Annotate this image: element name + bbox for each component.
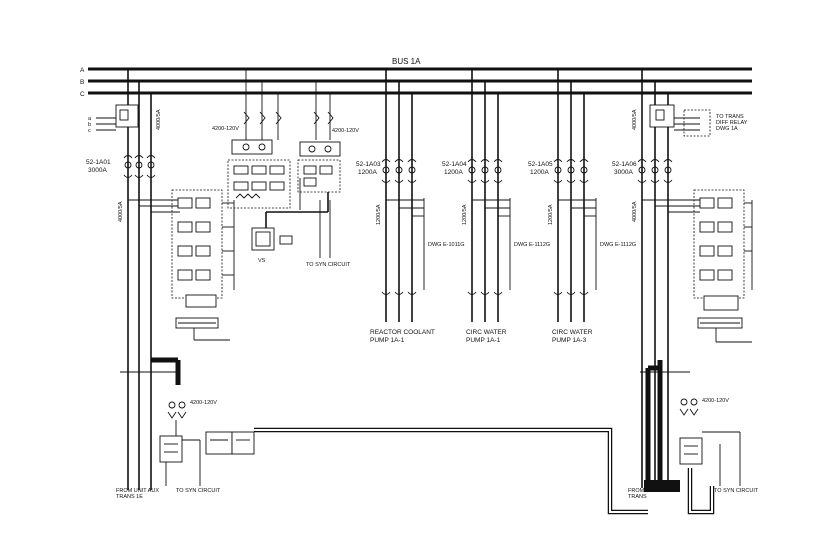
feeder1-name-1: REACTOR COOLANT — [370, 329, 435, 336]
svg-text:a: a — [88, 116, 92, 122]
right-source-line-1: FROM — [628, 488, 645, 494]
left-source-line-2: TRANS 1E — [116, 494, 143, 500]
right-ct2-rating: 4000/5A — [632, 201, 638, 222]
center-sync-label: TO SYN CIRCUIT — [306, 262, 351, 268]
feeder-reactor-coolant-pump: 52-1A03 1200A 1200/5A DWG E-1011G REACTO… — [356, 69, 465, 344]
feeder3-amps: 1200A — [530, 169, 549, 176]
left-pt-ratio: 4200-120V — [190, 400, 217, 406]
vs-label: VS — [258, 258, 266, 264]
feeder3-breaker-id: 52-1A05 — [528, 161, 553, 168]
left-ct-rating: 4000/5A — [156, 109, 162, 130]
feeder3-name-1: CIRC WATER — [552, 329, 593, 336]
main-bus: BUS 1A A B C — [80, 57, 752, 98]
feeder1-ct: 1200/5A — [376, 204, 382, 225]
right-breaker-id: 52-1A06 — [612, 161, 637, 168]
right-trans-connector — [644, 480, 680, 492]
svg-text:c: c — [88, 128, 91, 134]
left-sync-label: TO SYN CIRCUIT — [176, 488, 221, 494]
feeder1-name-2: PUMP 1A-1 — [370, 337, 405, 344]
phase-label-a: A — [80, 67, 85, 74]
feeder2-breaker-id: 52-1A04 — [442, 161, 467, 168]
feeder3-dwg: DWG E-1112G — [600, 242, 636, 248]
feeder-circ-water-pump-1: 52-1A04 1200A 1200/5A DWG E-1112G CIRC W… — [442, 69, 550, 344]
right-sync-label: TO SYN CIRCUIT — [714, 488, 759, 494]
right-pt-ratio: 4200-120V — [702, 398, 729, 404]
phase-label-c: C — [80, 91, 85, 98]
right-relay-line-1: TO TRANS — [716, 114, 744, 120]
center-pt-ratio-left: 4200-120V — [212, 126, 239, 132]
feeder1-amps: 1200A — [358, 169, 377, 176]
left-ct2-rating: 4000/5A — [118, 201, 124, 222]
feeder2-name-2: PUMP 1A-1 — [466, 337, 501, 344]
left-breaker-id: 52-1A01 — [86, 159, 111, 166]
left-incoming-breaker: a b c 4000/5A 52-1A01 3000A 4000/5A — [86, 69, 235, 500]
center-sync-panel — [227, 159, 291, 209]
left-sync-box — [159, 435, 183, 463]
bus-title: BUS 1A — [392, 57, 421, 66]
right-incoming-breaker: 4000/5A TO TRANS DIFF RELAY DWG 1A 52-1A… — [612, 69, 759, 515]
sync-tie-loop — [205, 427, 648, 515]
feeder3-name-2: PUMP 1A-3 — [552, 337, 587, 344]
center-pt-ratio-right: 4200-120V — [332, 128, 359, 134]
right-relay-line-2: DIFF RELAY — [716, 120, 748, 126]
feeder2-dwg: DWG E-1112G — [514, 242, 550, 248]
phase-label-b: B — [80, 79, 84, 86]
feeder3-ct: 1200/5A — [548, 204, 554, 225]
right-source-line-2: TRANS — [628, 494, 647, 500]
feeder1-breaker-id: 52-1A03 — [356, 161, 381, 168]
left-source-line-1: FROM UNIT AUX — [116, 488, 159, 494]
feeder2-ct: 1200/5A — [462, 204, 468, 225]
feeder-circ-water-pump-3: 52-1A05 1200A 1200/5A DWG E-1112G CIRC W… — [528, 69, 636, 344]
svg-text:b: b — [88, 122, 91, 128]
feeder2-amps: 1200A — [444, 169, 463, 176]
right-breaker-amps: 3000A — [614, 169, 633, 176]
feeder1-dwg: DWG E-1011G — [428, 242, 465, 248]
left-breaker-amps: 3000A — [88, 167, 107, 174]
right-ct-rating: 4000/5A — [632, 109, 638, 130]
right-sync-box — [679, 437, 703, 465]
feeder2-name-1: CIRC WATER — [466, 329, 507, 336]
center-pt-group: 4200-120V 4200-120V VS TO SYN CIRCUIT — [212, 69, 359, 268]
right-relay-line-3: DWG 1A — [716, 126, 738, 132]
